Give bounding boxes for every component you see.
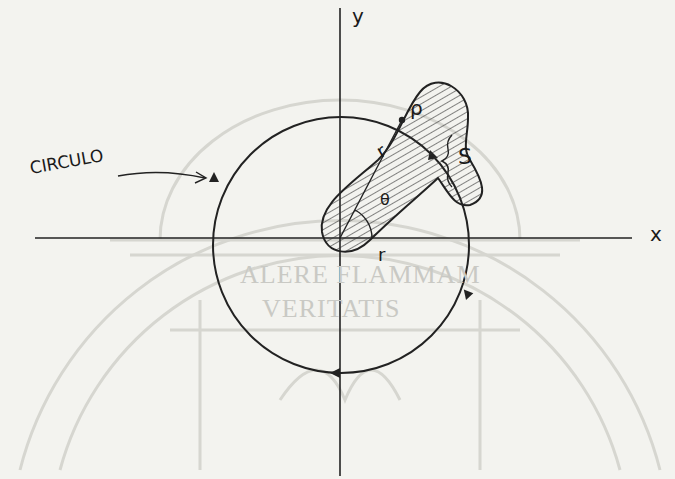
watermark-text: ALERE FLAMMAM xyxy=(240,262,481,288)
figure-label: θ xyxy=(380,192,390,208)
watermark-text: VERITATIS xyxy=(262,296,400,322)
radius-vector xyxy=(340,118,405,239)
figure-label: y xyxy=(352,6,364,26)
rigid-body xyxy=(322,83,483,252)
s-bracket xyxy=(442,135,452,187)
axes xyxy=(35,8,632,476)
figure-label: x xyxy=(650,224,662,244)
figure-label: ρ xyxy=(410,98,423,118)
figure-label: CIRCULO xyxy=(29,147,105,177)
leader-line xyxy=(118,172,206,183)
figure-label: S xyxy=(458,146,472,168)
